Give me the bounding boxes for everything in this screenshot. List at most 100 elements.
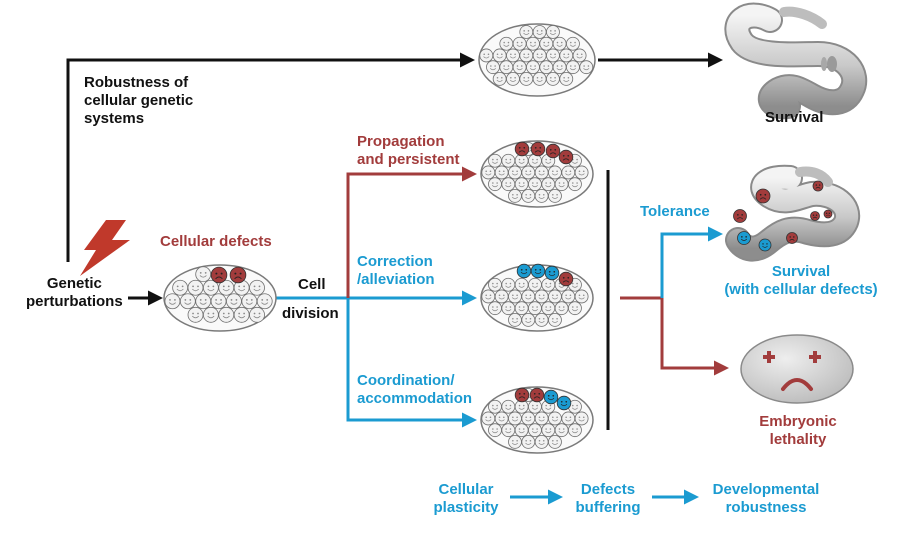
cell bbox=[512, 60, 527, 75]
cell bbox=[539, 60, 554, 75]
genetic-perturbations-label: Genetic perturbations bbox=[26, 275, 123, 310]
cell-cluster-initial bbox=[163, 264, 277, 332]
cell bbox=[195, 266, 212, 283]
cell bbox=[528, 399, 542, 414]
cell bbox=[561, 165, 576, 180]
cell bbox=[541, 301, 556, 316]
cell bbox=[521, 434, 536, 449]
cell bbox=[534, 411, 549, 426]
cell bbox=[521, 289, 536, 304]
sad-face-icon bbox=[755, 188, 771, 204]
cell bbox=[508, 165, 522, 180]
cell bbox=[164, 293, 181, 310]
cell bbox=[492, 48, 507, 63]
cell bbox=[521, 411, 536, 426]
cell bbox=[506, 71, 520, 86]
cell bbox=[187, 279, 204, 296]
cell bbox=[534, 188, 549, 203]
cell bbox=[568, 177, 582, 192]
cell bbox=[249, 279, 265, 296]
developmental-robustness-label: Developmental robustness bbox=[712, 481, 820, 516]
sad-face-icon bbox=[529, 387, 545, 403]
cell bbox=[508, 411, 522, 426]
cell bbox=[501, 177, 516, 192]
cell bbox=[539, 36, 554, 51]
embryo-icon bbox=[740, 334, 854, 404]
cell bbox=[195, 293, 212, 310]
survival-label: Survival bbox=[765, 109, 824, 126]
cell bbox=[501, 399, 516, 414]
cell bbox=[508, 434, 522, 449]
cell bbox=[574, 411, 589, 426]
cell bbox=[218, 306, 235, 323]
cell bbox=[488, 153, 502, 168]
cell bbox=[568, 423, 582, 438]
sad-face-icon bbox=[530, 141, 546, 157]
cell bbox=[499, 36, 514, 51]
cell bbox=[241, 293, 258, 310]
cell bbox=[519, 48, 534, 63]
cell bbox=[534, 165, 549, 180]
division-label: division bbox=[282, 305, 339, 322]
cell bbox=[486, 60, 500, 75]
sad-face-icon bbox=[514, 141, 530, 157]
cell bbox=[548, 289, 562, 304]
sad-face-icon bbox=[823, 209, 833, 219]
cell bbox=[521, 312, 536, 327]
defects-buffering-label: Defects buffering bbox=[575, 481, 641, 516]
sad-face-icon bbox=[812, 180, 824, 192]
cell bbox=[488, 423, 502, 438]
cell bbox=[532, 71, 547, 86]
cell bbox=[534, 434, 549, 449]
cell bbox=[501, 153, 516, 168]
cell bbox=[210, 293, 227, 310]
sad-face-icon bbox=[558, 271, 574, 287]
happy-face-icon bbox=[543, 389, 559, 405]
cell bbox=[488, 277, 502, 292]
cell bbox=[494, 289, 509, 304]
cell-cluster-correction bbox=[480, 263, 594, 332]
worm-icon bbox=[724, 2, 868, 120]
cell bbox=[494, 165, 509, 180]
cell bbox=[528, 177, 542, 192]
survival-defects-label: Survival (with cellular defects) bbox=[724, 263, 878, 298]
cell bbox=[546, 25, 560, 39]
sad-face-icon bbox=[786, 232, 798, 244]
cell bbox=[519, 71, 534, 86]
robustness-label: Robustness of cellular genetic systems bbox=[84, 74, 194, 127]
cell bbox=[179, 293, 196, 310]
happy-face-icon bbox=[758, 238, 772, 252]
cell bbox=[233, 306, 250, 323]
cell bbox=[514, 277, 529, 292]
cell bbox=[548, 411, 562, 426]
cell-cluster-propagation bbox=[480, 140, 594, 208]
cell bbox=[481, 289, 496, 304]
cell bbox=[526, 36, 540, 51]
cellular-defects-label: Cellular defects bbox=[160, 233, 272, 250]
cell bbox=[501, 423, 516, 438]
cell bbox=[501, 301, 516, 316]
cell-label: Cell bbox=[298, 276, 326, 293]
happy-face-icon bbox=[544, 265, 560, 281]
cell bbox=[488, 399, 502, 414]
cell bbox=[508, 188, 522, 203]
cell bbox=[508, 289, 522, 304]
cell bbox=[514, 177, 529, 192]
cell-cluster-coordination bbox=[480, 386, 594, 454]
cell bbox=[521, 188, 536, 203]
cell bbox=[554, 177, 569, 192]
sad-face-icon bbox=[545, 143, 561, 159]
coordination-label: Coordination/ accommodation bbox=[357, 372, 473, 407]
cell bbox=[546, 71, 560, 86]
cell bbox=[226, 293, 242, 310]
cell bbox=[508, 312, 522, 327]
sad-face-icon bbox=[229, 266, 247, 284]
cell bbox=[548, 434, 562, 449]
sad-face-icon bbox=[810, 211, 820, 221]
cell bbox=[566, 60, 580, 75]
cell bbox=[512, 36, 527, 51]
cell bbox=[554, 423, 569, 438]
outcome-branches bbox=[620, 226, 729, 376]
cell bbox=[499, 60, 514, 75]
